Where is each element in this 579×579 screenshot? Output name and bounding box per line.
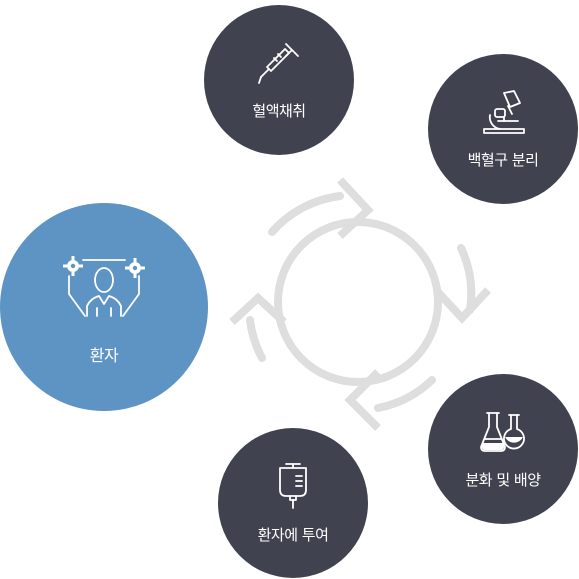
outer-arc-left <box>246 316 266 362</box>
flask-icon <box>480 411 525 452</box>
node-wbc-separation: 백혈구 분리 <box>428 54 578 204</box>
node-blood-collection: 혈액채취 <box>204 5 354 155</box>
inner-ring <box>274 218 442 386</box>
arrowhead-bottom <box>344 369 381 431</box>
node-label: 환자 <box>89 346 119 365</box>
node-label: 백혈구 분리 <box>467 150 539 169</box>
node-culture: 분화 및 배양 <box>428 374 578 524</box>
outer-arc-right <box>457 244 476 314</box>
node-infusion: 환자에 투여 <box>218 428 368 578</box>
node-label: 환자에 투여 <box>257 525 329 544</box>
person-with-gears-icon <box>63 256 145 317</box>
arrowhead-top <box>337 177 374 239</box>
iv-bag-icon <box>279 462 307 509</box>
arrowhead-left <box>229 292 287 325</box>
outer-arc-bottom <box>374 376 436 412</box>
node-label: 혈액채취 <box>252 101 306 120</box>
microscope-icon <box>483 89 525 134</box>
syringe-icon <box>258 42 299 84</box>
node-patient: 환자 <box>0 203 208 411</box>
outer-arc-top <box>268 192 344 236</box>
node-label: 분화 및 배양 <box>465 470 541 489</box>
arrowhead-right <box>433 287 491 324</box>
